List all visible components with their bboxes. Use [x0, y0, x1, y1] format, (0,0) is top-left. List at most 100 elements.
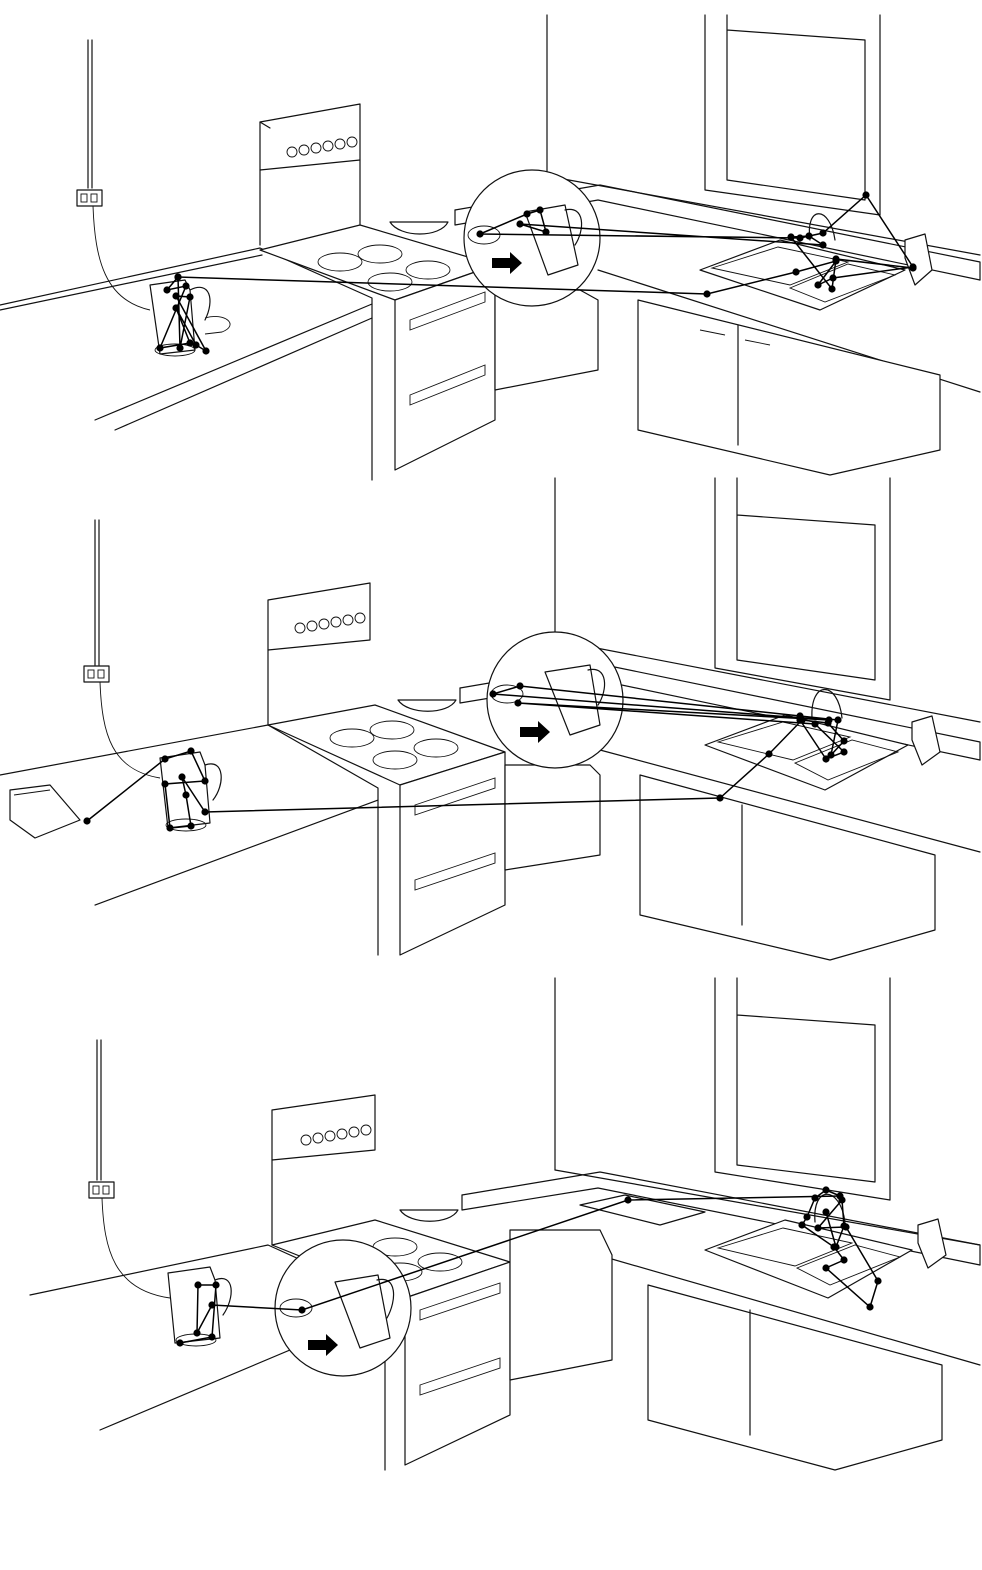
fixation-point: [208, 1333, 216, 1341]
fixation-point: [822, 1186, 830, 1194]
fixation-point: [178, 773, 186, 781]
fixation-point: [156, 344, 164, 352]
right-arrow-icon-3: [308, 1334, 338, 1356]
fixation-point: [765, 750, 773, 758]
fixation-point: [866, 1303, 874, 1311]
fixation-point: [174, 273, 182, 281]
fixation-point: [909, 264, 917, 272]
fixation-point: [822, 1264, 830, 1272]
fixation-point: [796, 234, 804, 242]
stove-knobs: [286, 136, 358, 158]
fixation-point: [192, 341, 200, 349]
kettle-left-3: [167, 1266, 232, 1347]
fixation-point: [828, 285, 836, 293]
fixation-point: [516, 220, 524, 228]
fixation-point: [172, 292, 180, 300]
kitchen-panel-1: [0, 0, 982, 523]
fixation-point: [811, 720, 819, 728]
fixation-point: [814, 1224, 822, 1232]
fixation-point: [827, 751, 835, 759]
window-2: [714, 477, 891, 701]
window: [704, 14, 881, 216]
inset-kettle-base-2: [486, 631, 624, 769]
fixation-point: [161, 780, 169, 788]
fixation-point: [840, 1222, 848, 1230]
fixation-point: [874, 1277, 882, 1285]
fixation-point: [161, 755, 169, 763]
fixation-path-1: [158, 193, 915, 354]
fixation-point: [536, 206, 544, 214]
wall-socket-2: [83, 665, 110, 683]
fixation-point: [796, 716, 804, 724]
tray-3: [579, 1194, 706, 1226]
fixation-point: [840, 737, 848, 745]
fixation-point: [805, 232, 813, 240]
sink: [699, 213, 906, 311]
fixation-point: [201, 808, 209, 816]
inset-kettle-base-3: [274, 1239, 412, 1377]
fixation-point: [186, 293, 194, 301]
fixation-point: [176, 344, 184, 352]
fixation-point: [819, 229, 827, 237]
right-arrow-icon: [492, 252, 522, 274]
fixation-point: [163, 286, 171, 294]
fixation-point: [838, 1196, 846, 1204]
fixation-point: [834, 716, 842, 724]
fixation-point: [208, 1301, 216, 1309]
fixation-point: [186, 339, 194, 347]
fixation-point: [182, 282, 190, 290]
fixation-point: [194, 1281, 202, 1289]
fixation-point: [703, 290, 711, 298]
kitchen-panel-2: [0, 0, 982, 1471]
fixation-point: [476, 230, 484, 238]
sink-3: [704, 1193, 913, 1299]
fixation-point: [523, 210, 531, 218]
fixation-point: [825, 716, 833, 724]
fixation-point: [832, 255, 840, 263]
fixation-point: [832, 1243, 840, 1251]
fixation-point: [83, 817, 91, 825]
fixation-point: [624, 1196, 632, 1204]
window-3: [714, 977, 891, 1201]
stove-2: [267, 582, 506, 956]
fixation-point: [798, 1221, 806, 1229]
fixation-point: [514, 699, 522, 707]
fixation-point: [202, 347, 210, 355]
fixation-point: [176, 1339, 184, 1347]
carton-2: [911, 715, 941, 766]
right-arrow-icon-2: [520, 721, 550, 743]
fixation-point: [840, 748, 848, 756]
fixation-point: [201, 777, 209, 785]
fixation-point: [489, 690, 497, 698]
fixation-point: [542, 228, 550, 236]
fixation-point: [822, 1208, 830, 1216]
fixation-point: [787, 233, 795, 241]
fixation-point: [212, 1281, 220, 1289]
fixation-point: [172, 304, 180, 312]
fixation-point: [803, 1213, 811, 1221]
fixation-point: [792, 268, 800, 276]
fixation-point: [716, 794, 724, 802]
fixation-point: [814, 281, 822, 289]
fixation-point: [516, 682, 524, 690]
fixation-point: [193, 1329, 201, 1337]
stove: [259, 103, 496, 471]
sink-2: [704, 689, 909, 791]
bowl-3: [399, 1209, 459, 1222]
stove-3: [271, 1094, 511, 1466]
bowl-2: [397, 699, 457, 712]
carton-3: [917, 1218, 947, 1269]
fixation-point: [822, 755, 830, 763]
fixation-point: [819, 241, 827, 249]
fixation-point: [187, 822, 195, 830]
fixation-point: [862, 191, 870, 199]
fixation-path-3: [179, 1189, 879, 1344]
bowl: [389, 221, 449, 235]
wall-socket: [76, 189, 103, 207]
fixation-point: [182, 791, 190, 799]
fixation-point: [829, 274, 837, 282]
kitchen-scene-1: [0, 14, 981, 481]
fixation-point: [840, 1256, 848, 1264]
wall-socket-3: [88, 1181, 115, 1199]
